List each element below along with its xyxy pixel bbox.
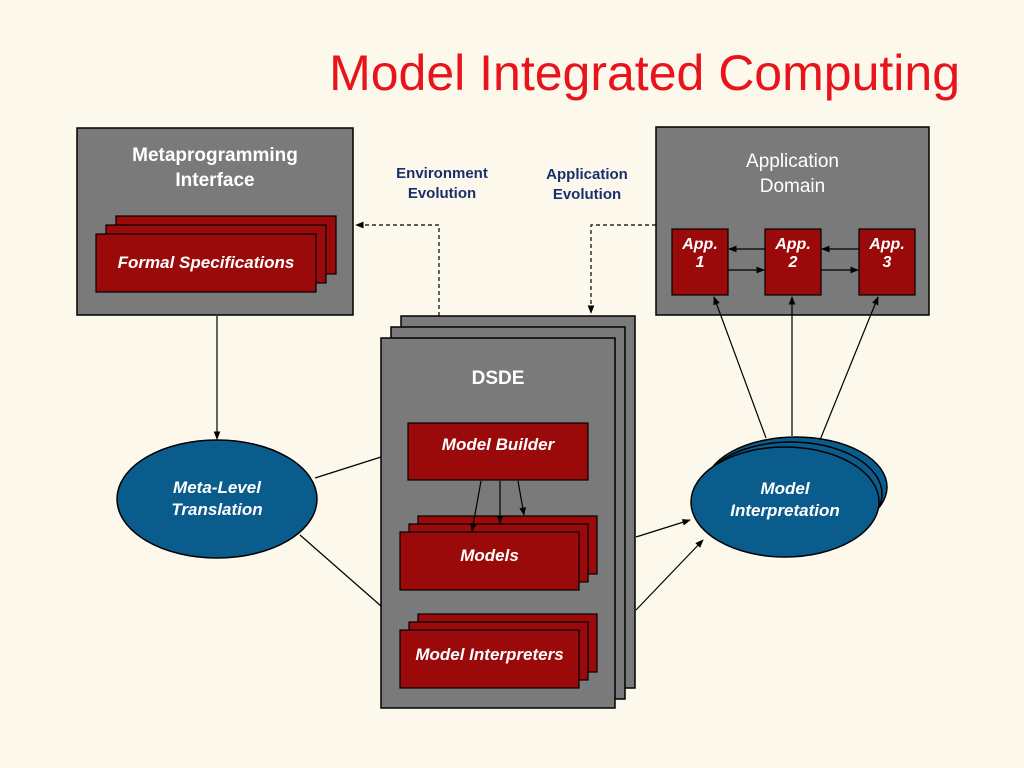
app3-label: App. 3 (869, 235, 905, 271)
metaprogramming-title: Metaprogramming Interface (132, 145, 298, 191)
models-label: Models (460, 546, 519, 566)
meta-level-translation-ellipse (116, 439, 318, 559)
model-builder-label: Model Builder (441, 435, 555, 455)
app2-label: App. 2 (775, 235, 811, 271)
model-interpretation-label: Model Interpretation (730, 478, 840, 520)
model-interpreters-stack (399, 613, 598, 689)
arrow-builder-to-models-1 (470, 480, 482, 532)
page-title: Model Integrated Computing (329, 45, 960, 101)
app1-box (671, 228, 729, 296)
arrow-dsde-to-interpretation-bottom (635, 539, 704, 611)
arrow-builder-to-models-3 (517, 480, 526, 516)
models-stack (399, 515, 598, 591)
meta-level-translation-label: Meta-Level Translation (171, 477, 263, 519)
dsde-title: DSDE (471, 368, 525, 389)
app1-label: App. 1 (682, 235, 718, 271)
arrow-interpretation-to-app1 (713, 296, 767, 439)
arrow-dsde-to-interpretation-top (635, 519, 691, 538)
arrow-environment-evolution (355, 221, 440, 316)
line-translation-to-dsde-top (314, 456, 382, 479)
arrow-interpretation-to-app3 (819, 296, 879, 441)
formal-specs-label: Formal Specifications (117, 253, 295, 273)
application-domain-title: Application Domain (746, 151, 839, 197)
model-builder-box (407, 422, 589, 481)
application-evolution-label: Application Evolution (546, 166, 628, 203)
line-translation-to-dsde-bottom (299, 534, 382, 607)
model-interpreters-label: Model Interpreters (415, 645, 564, 665)
formal-specs-stack (95, 215, 337, 293)
arrow-application-evolution (587, 224, 656, 314)
app2-box (764, 228, 822, 296)
environment-evolution-label: Environment Evolution (396, 165, 488, 202)
model-interpretation-stack (690, 436, 888, 558)
app3-box (858, 228, 916, 296)
